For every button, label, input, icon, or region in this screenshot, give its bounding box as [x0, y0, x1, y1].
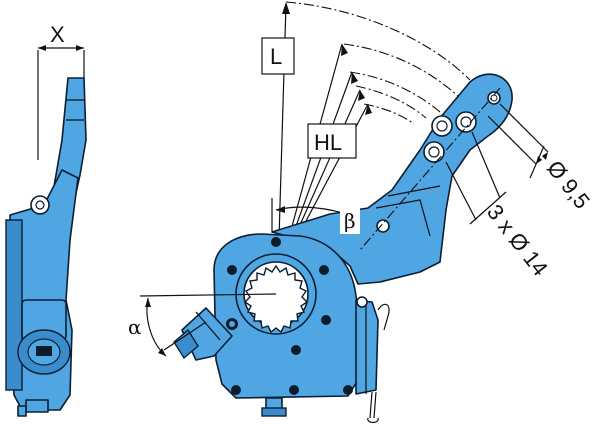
x-dimension: X [37, 22, 85, 160]
alpha-angle: α [128, 293, 277, 357]
side-cover [5, 219, 23, 391]
l-dimension: L [261, 2, 295, 273]
lever-small-hole [376, 219, 390, 233]
swing-arcs [285, 1, 471, 125]
x-label: X [50, 22, 65, 47]
cover-pin [356, 296, 368, 308]
side-grease-nipple [25, 399, 49, 413]
hole-9-5 [487, 91, 501, 105]
hl-label: HL [314, 130, 342, 155]
housing-bolts [226, 237, 353, 395]
front-view: L HL [128, 1, 595, 424]
hl-dimension: HL [279, 43, 372, 271]
housing-cover [355, 299, 379, 395]
side-pin-hole [30, 195, 50, 215]
holes-14 [423, 111, 477, 163]
dia-9-5-label: Ø 9,5 [542, 156, 595, 214]
alpha-label: α [128, 315, 142, 339]
logo-mark-icon [36, 346, 52, 356]
dia-14-label: 3 x Ø 14 [482, 200, 553, 281]
beta-angle: β [271, 198, 360, 234]
beta-label: β [344, 209, 356, 233]
side-view: X [5, 22, 87, 417]
l-label: L [270, 44, 282, 69]
